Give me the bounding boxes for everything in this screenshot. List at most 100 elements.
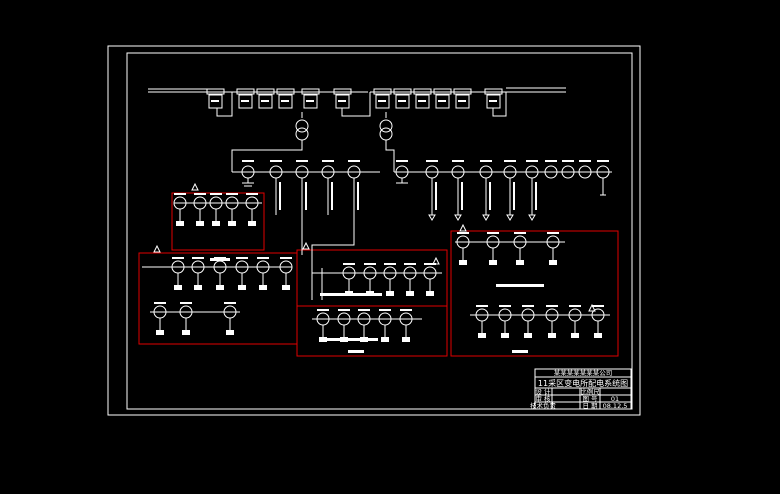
device-label (180, 302, 192, 304)
inner-frame (126, 52, 633, 410)
load-box (459, 260, 467, 265)
title-block-cell: 技术负责 (530, 401, 557, 410)
switchgear-cabinet (238, 94, 253, 109)
company-name: 某某某某某某某公司 (554, 369, 613, 377)
feeder-terminal (600, 178, 606, 196)
load-box (426, 291, 434, 296)
device-label (547, 232, 559, 234)
annotation-bar (496, 284, 544, 287)
switchgear-label (378, 100, 386, 102)
warning-triangle-icon (191, 182, 199, 191)
device-label (384, 263, 396, 265)
region-3 (296, 249, 448, 307)
load-box (156, 330, 164, 335)
device-label (424, 263, 436, 265)
feeder-arrow (528, 214, 536, 221)
device-label (280, 257, 292, 259)
load-box (228, 221, 236, 226)
load-box (524, 333, 532, 338)
title-block-cell: 设 计 (535, 387, 551, 396)
device-label (257, 257, 269, 259)
cable-label (461, 182, 463, 210)
load-box (174, 285, 182, 290)
title-block-cell: 比例尺 (580, 387, 600, 396)
device-label (317, 309, 329, 311)
load-box (216, 285, 224, 290)
device-label (379, 309, 391, 311)
device-label (592, 305, 604, 307)
device-label (457, 232, 469, 234)
annotation-bar (210, 258, 230, 261)
switchgear-label-box (453, 88, 472, 95)
cable-label (435, 182, 437, 210)
device-label (358, 309, 370, 311)
switchgear-label-box (393, 88, 412, 95)
switchgear-label (211, 100, 219, 102)
load-box (176, 221, 184, 226)
cable-label (535, 182, 537, 210)
drawing-title: 11采区变电所配电系统图 (538, 378, 628, 388)
switchgear-label (241, 100, 249, 102)
feeder-arrow (506, 214, 514, 221)
outer-frame (107, 45, 641, 416)
warning-triangle-icon (588, 303, 596, 312)
title-block-cell: 图 号 (582, 395, 598, 403)
device-label (569, 305, 581, 307)
load-box (226, 330, 234, 335)
switchgear-label (261, 100, 269, 102)
cable-label (279, 182, 281, 210)
device-label (514, 232, 526, 234)
feeder-label (480, 160, 492, 162)
switchgear-label (306, 100, 314, 102)
switchgear-cabinet (375, 94, 390, 109)
load-box (381, 337, 389, 342)
device-label (210, 193, 222, 195)
title-block-cell: 审 核 (535, 394, 551, 403)
load-box (489, 260, 497, 265)
load-box (386, 291, 394, 296)
load-box (282, 285, 290, 290)
cable-label (357, 182, 359, 210)
cable-label (331, 182, 333, 210)
transformer-right (379, 112, 395, 172)
load-box (406, 291, 414, 296)
annotation-bar (322, 338, 378, 341)
switchgear-label-box (433, 88, 452, 95)
feeder-breaker (578, 165, 592, 179)
load-box (501, 333, 509, 338)
switchgear-label (418, 100, 426, 102)
device-label (224, 302, 236, 304)
device-label (172, 257, 184, 259)
load-box (248, 221, 256, 226)
warning-triangle-icon (459, 223, 467, 232)
device-label (236, 257, 248, 259)
feeder-label (597, 160, 609, 162)
load-box (478, 333, 486, 338)
device-label (192, 257, 204, 259)
transformer-left (231, 112, 309, 172)
low-voltage-feeder-row (232, 160, 612, 221)
feeder-label (296, 160, 308, 162)
switchgear-label-box (333, 88, 352, 95)
device-label (343, 263, 355, 265)
device-label (400, 309, 412, 311)
switchgear-cabinet (455, 94, 470, 109)
switchgear-label-box (373, 88, 392, 95)
switchgear-label-box (484, 88, 503, 95)
cable-label (489, 182, 491, 210)
switchgear-label (398, 100, 406, 102)
region-5 (450, 230, 619, 357)
switchgear-cabinet (435, 94, 450, 109)
feeder-label (242, 160, 254, 162)
switchgear-label (458, 100, 466, 102)
load-box (402, 337, 410, 342)
switchgear-label (489, 100, 497, 102)
warning-triangle-icon (432, 256, 440, 265)
device-label (246, 193, 258, 195)
feeder-label (579, 160, 591, 162)
feeder-arrow (454, 214, 462, 221)
feeder-label (545, 160, 557, 162)
switchgear-label (338, 100, 346, 102)
